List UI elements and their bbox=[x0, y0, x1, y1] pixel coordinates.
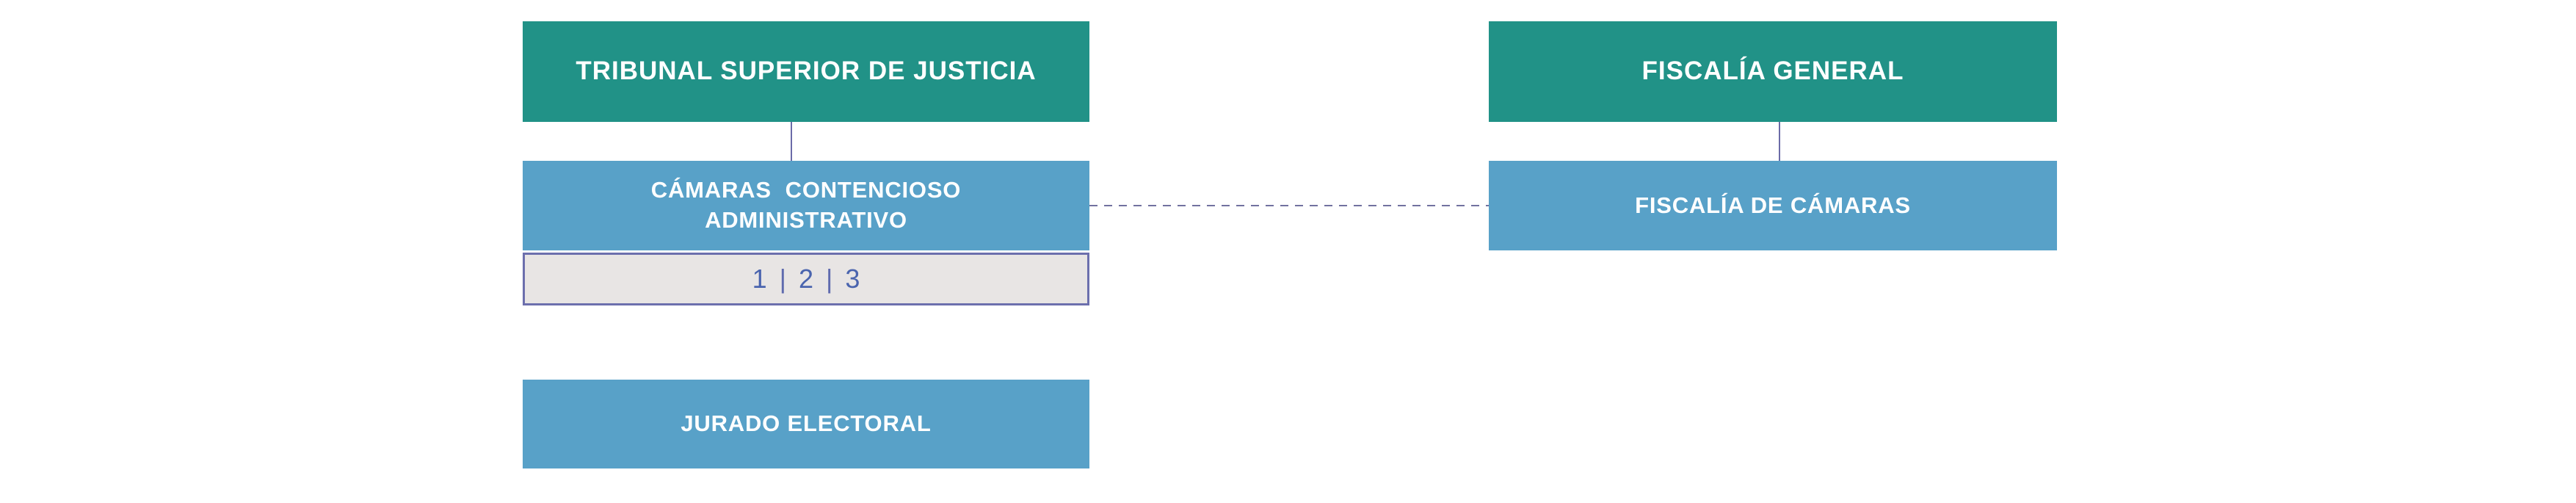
node-label-camaras-contencioso-administrativo: CÁMARAS CONTENCIOSO ADMINISTRATIVO bbox=[650, 177, 962, 233]
node-jurado-electoral[interactable]: JURADO ELECTORAL bbox=[523, 380, 1089, 468]
connector-fiscalia-general-to-fiscalia-camaras bbox=[1779, 122, 1780, 162]
pager-page-3[interactable]: 3 bbox=[845, 264, 860, 294]
pager-page-2[interactable]: 2 bbox=[798, 264, 814, 294]
connector-dashed-camaras-to-fiscalia-camaras bbox=[1089, 205, 1489, 206]
node-label-fiscalia-de-camaras: FISCALÍA DE CÁMARAS bbox=[1635, 192, 1911, 218]
camaras-pagination: 1 | 2 | 3 bbox=[523, 253, 1089, 305]
connector-tribunal-to-camaras bbox=[791, 122, 792, 162]
pager-separator: | bbox=[826, 264, 833, 294]
pager-separator: | bbox=[779, 264, 786, 294]
node-camaras-contencioso-administrativo[interactable]: CÁMARAS CONTENCIOSO ADMINISTRATIVO bbox=[523, 161, 1089, 250]
node-label-jurado-electoral: JURADO ELECTORAL bbox=[681, 410, 932, 437]
pager-page-1[interactable]: 1 bbox=[752, 264, 767, 294]
node-fiscalia-de-camaras[interactable]: FISCALÍA DE CÁMARAS bbox=[1489, 161, 2057, 250]
node-fiscalia-general[interactable]: FISCALÍA GENERAL bbox=[1489, 21, 2057, 122]
node-label-fiscalia-general: FISCALÍA GENERAL bbox=[1641, 57, 1904, 86]
node-label-tribunal-superior-de-justicia: TRIBUNAL SUPERIOR DE JUSTICIA bbox=[576, 57, 1037, 86]
node-tribunal-superior-de-justicia[interactable]: TRIBUNAL SUPERIOR DE JUSTICIA bbox=[523, 21, 1089, 122]
